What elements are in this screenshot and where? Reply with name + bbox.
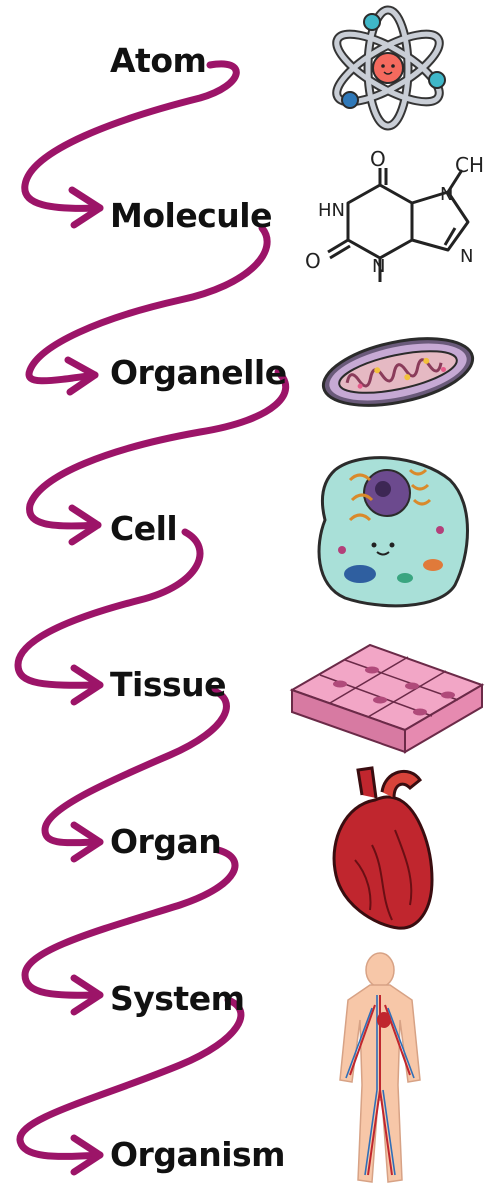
biological-hierarchy-diagram: Atom Molecule Organelle Cell Tissue Orga… <box>0 0 488 1192</box>
human-circulatory-system-icon <box>0 0 488 1192</box>
